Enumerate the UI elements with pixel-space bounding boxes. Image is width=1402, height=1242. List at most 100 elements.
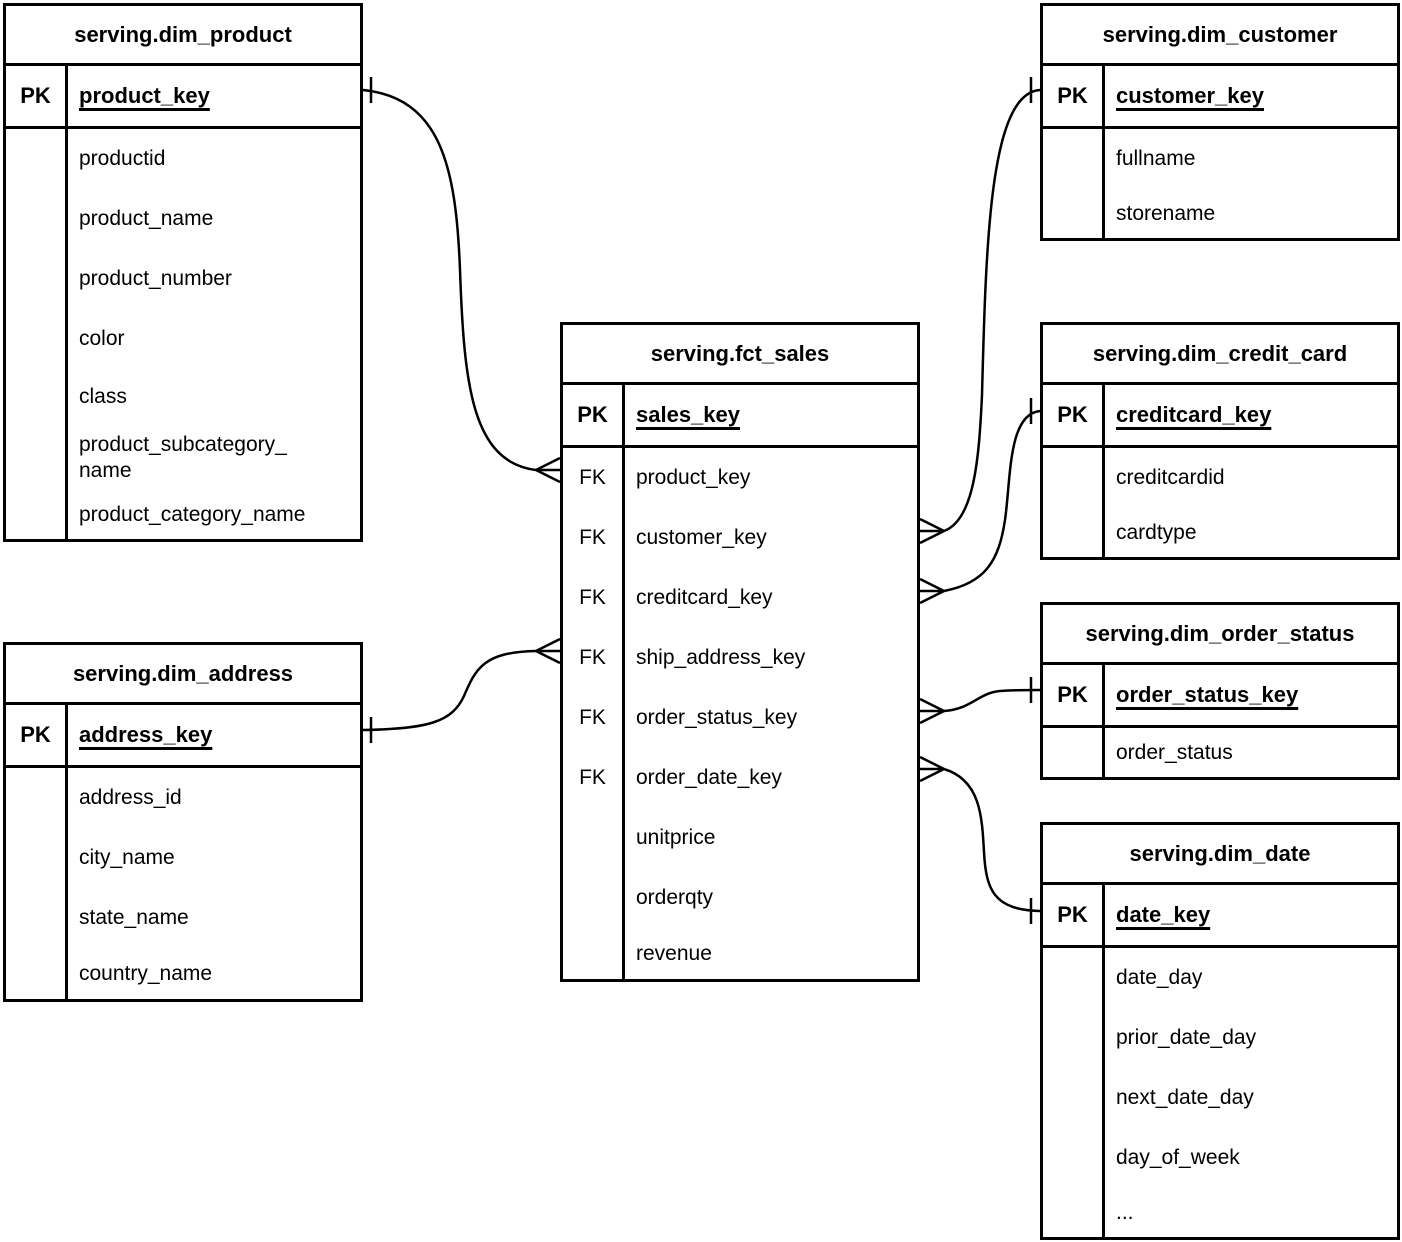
field-name: product_key — [636, 466, 751, 489]
fk-badge: FK — [563, 508, 625, 568]
cardinality-many-crowfoot — [535, 637, 561, 665]
pk-row: PK order_status_key — [1043, 665, 1397, 728]
field-row: FK customer_key — [563, 508, 917, 568]
relationship-sales-to-creditcard — [919, 398, 1041, 605]
field-row: orderqty — [563, 868, 917, 928]
table-title: serving.dim_product — [6, 6, 360, 66]
relationship-line — [943, 88, 1041, 533]
table-dim-credit-card: serving.dim_credit_card PK creditcard_ke… — [1040, 322, 1400, 560]
field-row: ... — [1043, 1188, 1397, 1237]
field-name: class — [79, 384, 127, 408]
key-badge — [1043, 508, 1105, 557]
table-dim-order-status: serving.dim_order_status PK order_status… — [1040, 602, 1400, 780]
relationship-line — [362, 88, 537, 472]
key-badge — [563, 808, 625, 868]
key-badge — [1043, 1128, 1105, 1188]
field-row: next_date_day — [1043, 1068, 1397, 1128]
field-name: revenue — [636, 941, 712, 965]
key-badge — [1043, 448, 1105, 508]
table-title: serving.dim_date — [1043, 825, 1397, 885]
pk-badge: PK — [6, 66, 68, 126]
field-row: creditcardid — [1043, 448, 1397, 508]
pk-row: PK customer_key — [1043, 66, 1397, 129]
field-name: ... — [1116, 1200, 1134, 1224]
field-name: fullname — [1116, 147, 1196, 170]
field-name: product_category_name — [79, 503, 306, 526]
field-row: class — [6, 369, 360, 424]
field-row: FK order_status_key — [563, 688, 917, 748]
field-name: address_id — [79, 786, 182, 809]
key-badge — [1043, 728, 1105, 777]
field-name: date_day — [1116, 966, 1203, 989]
key-badge — [1043, 1068, 1105, 1128]
pk-field-name: product_key — [79, 83, 210, 108]
field-name: country_name — [79, 961, 213, 985]
key-badge — [6, 948, 68, 999]
field-name: creditcardid — [1116, 466, 1225, 489]
cardinality-many-crowfoot — [535, 456, 561, 484]
key-badge — [6, 491, 68, 539]
key-badge — [6, 369, 68, 424]
field-row: product_subcategory_ name — [6, 424, 360, 491]
key-badge — [6, 424, 68, 491]
field-name: order_date_key — [636, 766, 782, 789]
fk-badge: FK — [563, 448, 625, 508]
table-title: serving.dim_credit_card — [1043, 325, 1397, 385]
key-badge — [6, 249, 68, 309]
field-row: cardtype — [1043, 508, 1397, 557]
field-row: FK product_key — [563, 448, 917, 508]
field-row: date_day — [1043, 948, 1397, 1008]
field-row: order_status — [1043, 728, 1397, 777]
table-dim-date: serving.dim_date PK date_key date_day pr… — [1040, 822, 1400, 1240]
field-row: country_name — [6, 948, 360, 999]
table-title: serving.dim_customer — [1043, 6, 1397, 66]
key-badge — [6, 309, 68, 369]
field-row: FK ship_address_key — [563, 628, 917, 688]
field-row: storename — [1043, 189, 1397, 238]
fk-badge: FK — [563, 628, 625, 688]
field-name: storename — [1116, 201, 1216, 225]
fk-badge: FK — [563, 688, 625, 748]
pk-badge: PK — [1043, 385, 1105, 445]
field-row: address_id — [6, 768, 360, 828]
field-name: orderqty — [636, 886, 714, 909]
key-badge — [6, 129, 68, 189]
field-name: product_number — [79, 267, 232, 290]
key-badge — [1043, 129, 1105, 189]
field-row: productid — [6, 129, 360, 189]
field-name: state_name — [79, 906, 189, 929]
field-row: FK creditcard_key — [563, 568, 917, 628]
field-name: day_of_week — [1116, 1146, 1240, 1169]
pk-field-name: address_key — [79, 722, 213, 747]
field-name: creditcard_key — [636, 586, 773, 609]
field-name: customer_key — [636, 526, 767, 549]
pk-badge: PK — [563, 385, 625, 445]
cardinality-many-crowfoot — [919, 755, 945, 783]
field-row: product_name — [6, 189, 360, 249]
field-name: product_subcategory_ name — [79, 432, 287, 482]
field-name: unitprice — [636, 826, 716, 849]
field-name: cardtype — [1116, 520, 1197, 544]
cardinality-many-crowfoot — [919, 577, 945, 605]
field-row: day_of_week — [1043, 1128, 1397, 1188]
key-badge — [1043, 948, 1105, 1008]
pk-field-name: customer_key — [1116, 83, 1264, 108]
table-dim-address: serving.dim_address PK address_key addre… — [3, 642, 363, 1002]
key-badge — [6, 189, 68, 249]
relationship-product-to-sales — [362, 77, 561, 484]
table-dim-product: serving.dim_product PK product_key produ… — [3, 3, 363, 542]
pk-badge: PK — [1043, 66, 1105, 126]
field-row: color — [6, 309, 360, 369]
field-name: ship_address_key — [636, 646, 806, 669]
relationship-address-to-sales — [362, 637, 561, 743]
pk-field-name: date_key — [1116, 902, 1211, 927]
pk-field-name: sales_key — [636, 402, 740, 427]
key-badge — [6, 888, 68, 948]
pk-row: PK date_key — [1043, 885, 1397, 948]
relationship-sales-to-customer — [919, 77, 1041, 545]
pk-badge: PK — [1043, 885, 1105, 945]
field-row: city_name — [6, 828, 360, 888]
relationship-line — [362, 649, 537, 732]
fk-badge: FK — [563, 568, 625, 628]
